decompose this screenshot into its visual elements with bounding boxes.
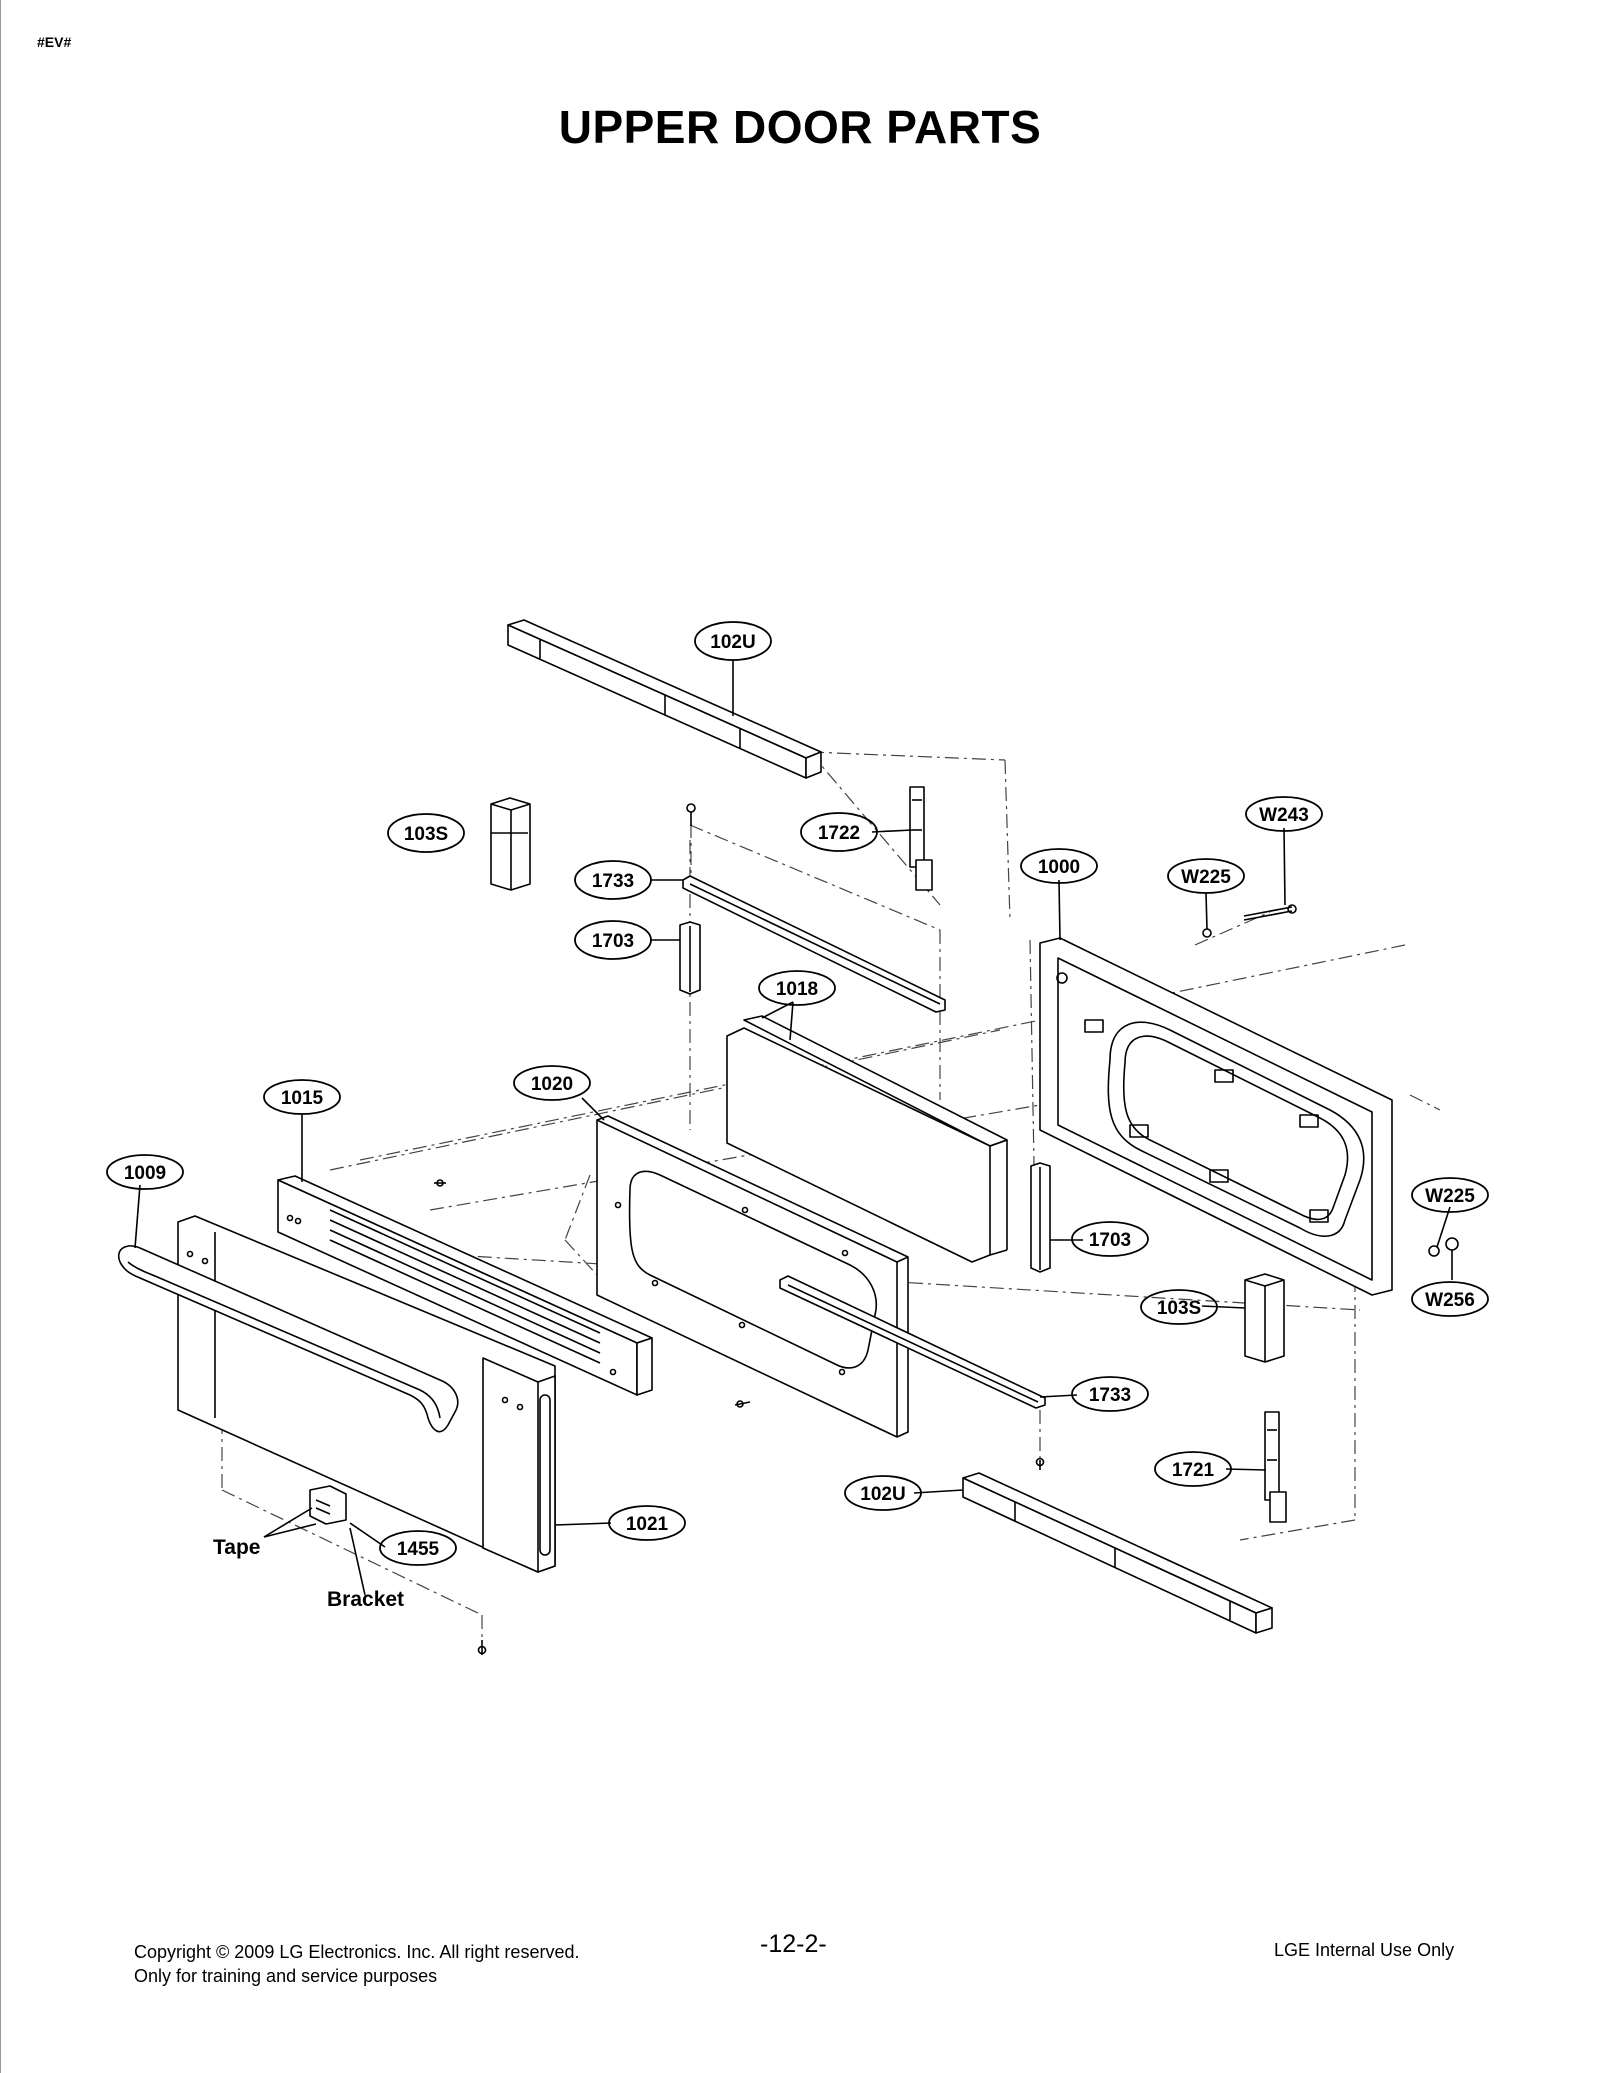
callout-w243 xyxy=(1245,796,1323,832)
page-number: -12-2- xyxy=(760,1930,827,1958)
washer-top xyxy=(1202,928,1212,938)
callout-text-1015: 1015 xyxy=(281,1088,324,1109)
callout-1455 xyxy=(379,1530,457,1566)
glass-panes xyxy=(726,1015,1008,1263)
callout-1018 xyxy=(758,970,836,1006)
document-tag: #EV# xyxy=(37,34,72,50)
callout-1000 xyxy=(1020,848,1098,884)
middle-door-panel xyxy=(596,1115,909,1438)
tape-label: Tape xyxy=(213,1536,260,1559)
screw-left xyxy=(434,1179,446,1187)
bottom-trim-bar xyxy=(962,1472,1273,1634)
door-handle xyxy=(118,1245,459,1433)
callout-text-w256: W256 xyxy=(1425,1290,1475,1311)
callout-text-1721: 1721 xyxy=(1172,1460,1215,1481)
washer-right xyxy=(1428,1245,1440,1257)
callout-1021 xyxy=(608,1505,686,1541)
callout-text-1455: 1455 xyxy=(397,1539,440,1560)
footer-copyright: Copyright © 2009 LG Electronics. Inc. Al… xyxy=(134,1942,580,1962)
bracket-label: Bracket xyxy=(327,1588,404,1611)
spacer-block-right xyxy=(1244,1273,1285,1363)
vent-trim xyxy=(277,1175,653,1396)
page-title: UPPER DOOR PARTS xyxy=(558,101,1042,153)
callout-1721 xyxy=(1154,1451,1232,1487)
footer-internal: LGE Internal Use Only xyxy=(1274,1940,1455,1960)
callout-text-1009: 1009 xyxy=(124,1163,166,1184)
glass-rail-top xyxy=(682,875,946,1013)
callout-text-1722: 1722 xyxy=(818,823,860,844)
callout-text-1703-left: 1703 xyxy=(592,931,634,952)
callout-text-1018: 1018 xyxy=(776,979,818,1000)
inner-door-frame xyxy=(1039,937,1393,1296)
callout-text-102u-bottom: 102U xyxy=(860,1484,905,1505)
glass-strip-right xyxy=(1030,1162,1051,1273)
callout-text-1020: 1020 xyxy=(531,1074,573,1095)
callout-text-103s-left: 103S xyxy=(404,824,448,845)
callout-text-1703-right: 1703 xyxy=(1089,1230,1131,1251)
callout-102u-bottom xyxy=(844,1475,922,1511)
callout-w225-right xyxy=(1411,1177,1489,1213)
hinge-upper-left xyxy=(909,786,933,891)
top-trim-bar xyxy=(507,619,822,779)
callout-103s-right xyxy=(1140,1289,1218,1325)
screw-bottom-right xyxy=(1035,1457,1045,1470)
callout-1703-right xyxy=(1071,1221,1149,1257)
outer-door-panel xyxy=(177,1215,556,1573)
callout-text-103s-right: 103S xyxy=(1157,1298,1201,1319)
callout-bubbles xyxy=(106,621,1489,1566)
callout-102u-top xyxy=(694,621,772,661)
callout-1733-top xyxy=(574,860,652,900)
screw-mid xyxy=(734,1400,751,1408)
leader-lines xyxy=(134,660,1453,1596)
callout-w225-top xyxy=(1167,858,1245,894)
spacer-block-left xyxy=(490,797,531,891)
glass-rail-bottom xyxy=(779,1275,1046,1409)
callout-text-w243: W243 xyxy=(1259,805,1309,826)
callout-1015 xyxy=(263,1079,341,1115)
footer-copyright-block: Copyright © 2009 LG Electronics. Inc. Al… xyxy=(134,1940,579,1988)
callout-text-1000: 1000 xyxy=(1038,857,1080,878)
glass-strip-left xyxy=(679,921,701,995)
callout-1703-left xyxy=(574,920,652,960)
callout-w256 xyxy=(1411,1281,1489,1317)
callout-text-1733-bottom: 1733 xyxy=(1089,1385,1131,1406)
washer-w256 xyxy=(1445,1237,1459,1251)
footer-note: Only for training and service purposes xyxy=(134,1966,438,1986)
callout-text-1021: 1021 xyxy=(626,1514,669,1535)
bracket-1455 xyxy=(309,1485,347,1525)
callout-text-w225-right: W225 xyxy=(1425,1186,1475,1207)
hinge-lower-right xyxy=(1264,1411,1287,1523)
callout-1733-bottom xyxy=(1071,1376,1149,1412)
page-edge xyxy=(0,0,1,2073)
callout-text-1733-top: 1733 xyxy=(592,871,634,892)
callout-103s-left xyxy=(387,813,465,853)
callout-1722 xyxy=(800,812,878,852)
callout-text-102u-top: 102U xyxy=(710,632,755,653)
callout-text-w225-top: W225 xyxy=(1181,867,1231,888)
screw-top xyxy=(686,803,696,826)
screw-w243 xyxy=(1243,904,1297,921)
callout-1020 xyxy=(513,1065,591,1101)
screw-bottom xyxy=(477,1640,487,1655)
callout-1009 xyxy=(106,1154,184,1190)
